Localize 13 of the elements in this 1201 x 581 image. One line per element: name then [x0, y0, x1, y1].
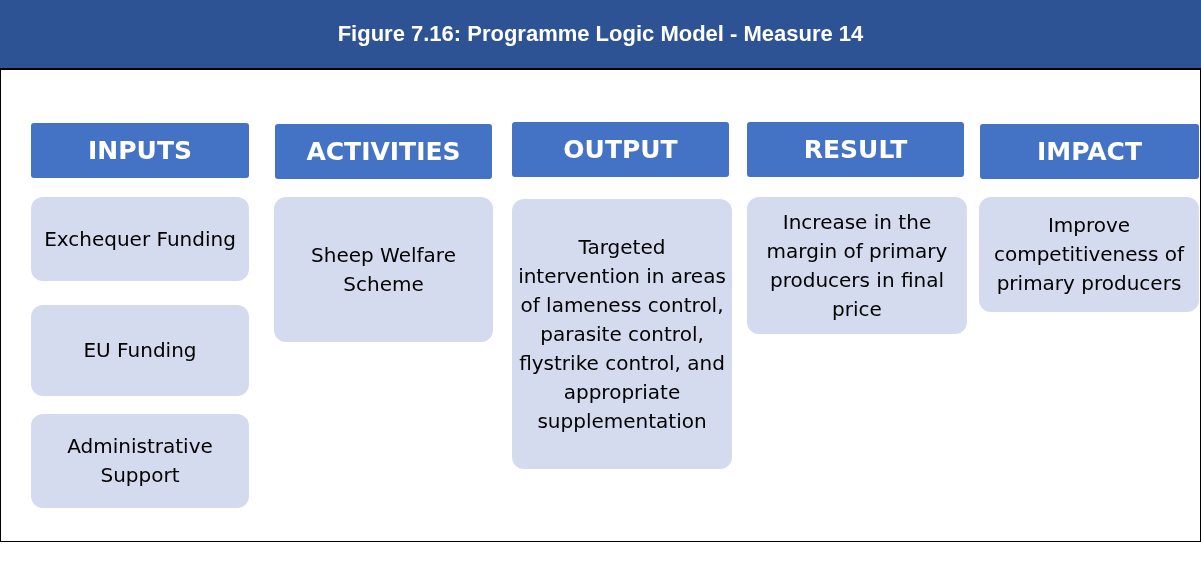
column-header: IMPACT: [980, 124, 1199, 179]
column-header: OUTPUT: [512, 122, 729, 177]
text-box: Increase in the margin of primary producers in final price: [747, 197, 967, 334]
text-box: Improve competitiveness of primary producers: [979, 197, 1199, 312]
text-box: Administrative Support: [31, 414, 249, 508]
text-box: Targeted intervention in areas of lameness control, parasite control, flystrike control, and appropriate supplementation: [512, 199, 732, 469]
text-box: EU Funding: [31, 305, 249, 396]
column-header: INPUTS: [31, 123, 249, 178]
text-box: Sheep Welfare Scheme: [274, 197, 493, 342]
text-box: Exchequer Funding: [31, 197, 249, 281]
column-header: ACTIVITIES: [275, 124, 492, 179]
column-header: RESULT: [747, 122, 964, 177]
figure-title: Figure 7.16: Programme Logic Model - Measure 14: [0, 0, 1201, 70]
